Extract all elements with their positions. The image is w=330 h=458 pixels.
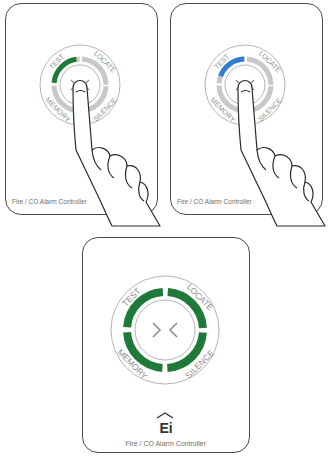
pressing-hand <box>238 81 325 227</box>
product-name: Fire / CO Alarm Controller <box>126 440 207 448</box>
button-ring <box>111 276 219 418</box>
button-label: SILENCE <box>257 97 284 124</box>
logo-roof <box>157 413 173 418</box>
brand-logo: Ei <box>160 421 173 436</box>
button-label: SILENCE <box>184 349 216 381</box>
pressing-hand <box>73 81 160 227</box>
button-label: SILENCE <box>92 97 119 124</box>
product-name: Fire / CO Alarm Controller <box>177 198 252 205</box>
product-name: Fire / CO Alarm Controller <box>12 198 87 205</box>
